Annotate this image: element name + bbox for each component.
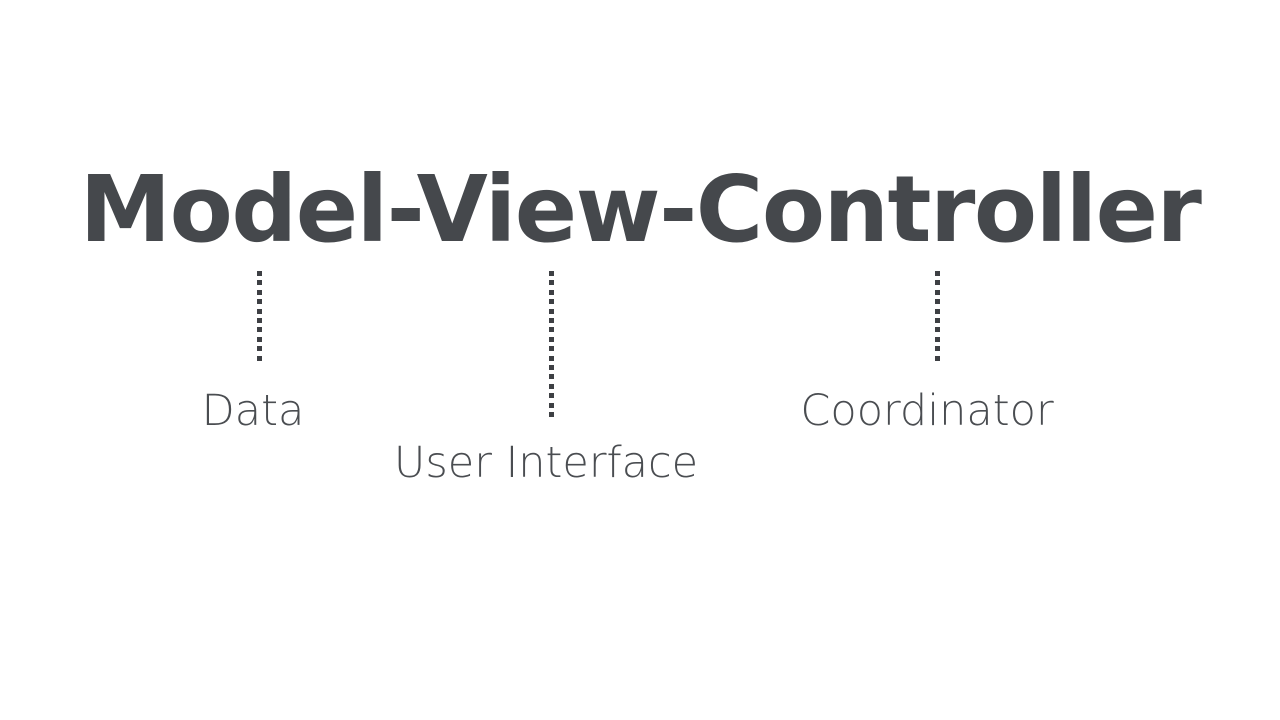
dotted-line-icon-controller	[935, 271, 940, 365]
dot-segment	[935, 346, 940, 352]
annotation-label-model: Data	[201, 386, 305, 436]
dot-segment	[549, 374, 554, 380]
dot-segment	[549, 402, 554, 408]
dot-segment	[257, 271, 262, 276]
dot-segment	[935, 327, 940, 333]
dot-segment	[549, 271, 554, 276]
dot-segment	[549, 355, 554, 361]
dot-segment	[935, 308, 940, 314]
dot-segment	[549, 393, 554, 399]
dot-segment	[935, 271, 940, 276]
dot-segment	[549, 412, 554, 417]
annotation-label-controller: Coordinator	[800, 386, 1054, 436]
dot-segment	[257, 318, 262, 323]
dot-segment	[549, 327, 554, 333]
dot-segment	[935, 355, 940, 361]
dot-segment	[935, 289, 940, 295]
dot-segment	[549, 308, 554, 314]
dot-segment	[549, 299, 554, 305]
dot-segment	[549, 336, 554, 342]
dot-segment	[257, 299, 262, 305]
annotation-label-view: User Interface	[393, 438, 699, 488]
dot-segment	[549, 318, 554, 323]
dot-segment	[257, 346, 262, 352]
dot-segment	[257, 336, 262, 342]
dot-segment	[935, 280, 940, 286]
dotted-line-icon-model	[257, 271, 262, 365]
dot-segment	[549, 280, 554, 286]
dot-segment	[257, 355, 262, 361]
page-title: Model-View-Controller	[79, 156, 1202, 263]
dot-segment	[935, 299, 940, 305]
dot-segment	[257, 289, 262, 295]
dot-segment	[935, 318, 940, 323]
dot-segment	[549, 383, 554, 389]
dot-segment	[549, 346, 554, 352]
dot-segment	[549, 289, 554, 295]
dot-segment	[257, 327, 262, 333]
dot-segment	[935, 336, 940, 342]
dot-segment	[549, 365, 554, 370]
dotted-line-icon-view	[549, 271, 554, 417]
dot-segment	[257, 280, 262, 286]
dot-segment	[257, 308, 262, 314]
